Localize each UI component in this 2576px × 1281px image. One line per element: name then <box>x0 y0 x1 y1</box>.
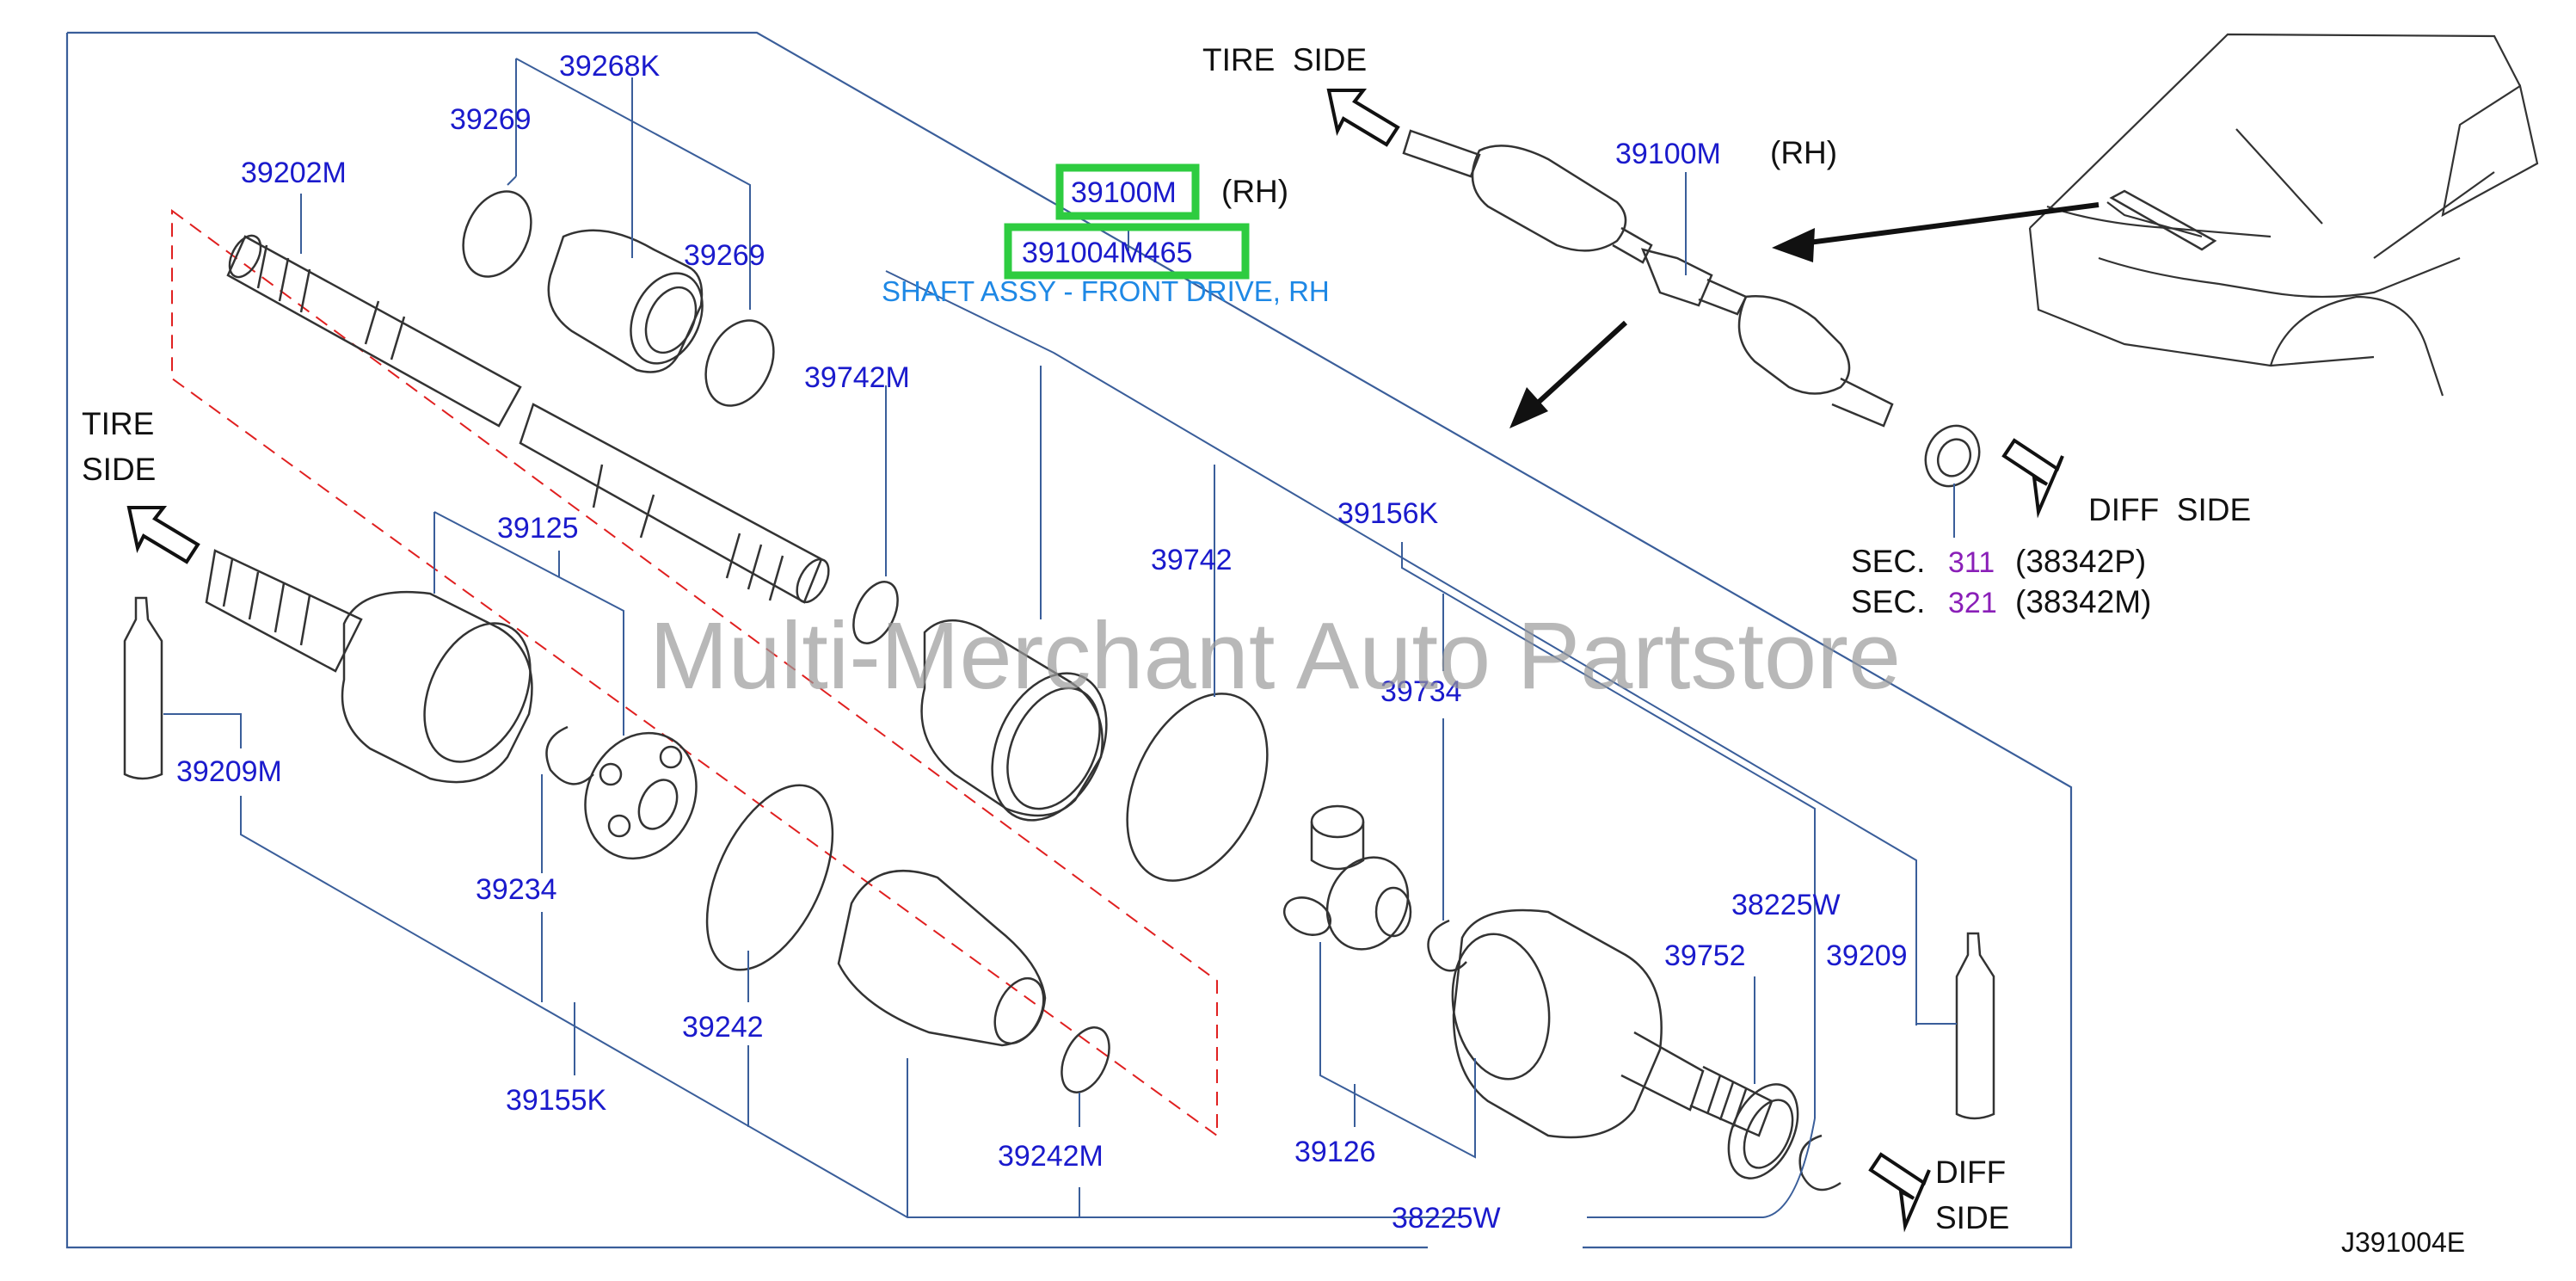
highlighted-side: (RH) <box>1221 174 1288 209</box>
grease-tube-part <box>123 596 163 780</box>
svg-text:SEC.: SEC. <box>1851 544 1925 579</box>
shaft-assembly-outline <box>171 209 1218 1137</box>
callout-39734: 39734 <box>1380 675 1462 708</box>
oem-part-number: 391004M465 <box>1022 237 1193 269</box>
callout-38225W: 38225W <box>1392 1202 1501 1235</box>
overview-diff-side-label: DIFF SIDE <box>2088 492 2251 527</box>
grease-tube-part <box>1955 932 1995 1120</box>
svg-text:(38342M): (38342M) <box>2015 584 2151 619</box>
svg-text:SEC.: SEC. <box>1851 584 1925 619</box>
overview-tire-side-label: TIRE SIDE <box>1202 42 1367 77</box>
callout-39242: 39242 <box>682 1011 764 1044</box>
callout-38225W: 38225W <box>1731 889 1841 921</box>
callout-39234: 39234 <box>476 873 557 906</box>
overview-side: (RH) <box>1770 135 1837 170</box>
boot-clamp-part <box>704 319 775 407</box>
svg-text:321: 321 <box>1948 587 1997 619</box>
snap-ring-part <box>545 725 594 785</box>
left-side-label: SIDE <box>82 452 156 487</box>
highlight-boxes <box>1004 163 1250 280</box>
small-clamp-part <box>1061 1026 1110 1093</box>
diagram-reference-code: J391004E <box>2341 1227 2465 1258</box>
callout-39209: 39209 <box>1826 939 1908 972</box>
pointer-arrows <box>1509 202 2100 428</box>
right-diff-label: DIFF <box>1935 1155 2006 1190</box>
callout-39125: 39125 <box>497 512 579 545</box>
callout-39242M: 39242M <box>998 1140 1104 1173</box>
vehicle-outline <box>2028 33 2539 397</box>
part-description: SHAFT ASSY - FRONT DRIVE, RH <box>882 275 1330 307</box>
watermark-text: Multi-Merchant Auto Partstore <box>649 603 1901 709</box>
section-reference-2: SEC. 321 (38342M) <box>1851 584 2151 619</box>
outboard-boot-part <box>837 869 1047 1047</box>
boot-clamp-part <box>462 190 532 278</box>
leader-lines <box>163 58 1957 1218</box>
callout-39209M: 39209M <box>176 755 282 788</box>
callout-39269: 39269 <box>684 239 765 272</box>
small-clamp-part <box>852 581 899 644</box>
large-clamp-part <box>705 784 834 971</box>
callout-39742: 39742 <box>1151 544 1233 576</box>
snap-ring-part <box>1798 1134 1841 1192</box>
callout-39269: 39269 <box>450 103 532 136</box>
spider-assembly-part <box>1283 804 1412 951</box>
callout-39156K: 39156K <box>1337 497 1439 530</box>
callout-39155K: 39155K <box>506 1084 607 1117</box>
overview-part-number: 39100M <box>1615 138 1721 170</box>
callout-39752: 39752 <box>1664 939 1746 972</box>
callout-39126: 39126 <box>1294 1136 1376 1168</box>
callout-39742M: 39742M <box>804 361 910 394</box>
inboard-boot-part <box>920 619 1108 822</box>
oil-seal-part <box>1727 1083 1799 1179</box>
large-clamp-part <box>1126 693 1269 882</box>
shaft-part <box>226 234 830 604</box>
highlighted-part-number: 39100M <box>1071 176 1177 209</box>
overview-shaft-part <box>1402 129 1981 488</box>
direction-arrow-icon <box>126 89 2064 1233</box>
ball-cage-part <box>584 731 698 860</box>
dust-boot-part <box>547 229 704 373</box>
outer-joint-part <box>205 549 533 784</box>
svg-text:311: 311 <box>1948 546 1995 579</box>
svg-text:(38342P): (38342P) <box>2015 544 2146 579</box>
section-reference-1: SEC. 311 (38342P) <box>1851 544 2146 579</box>
left-tire-label: TIRE <box>82 406 154 441</box>
callout-39202M: 39202M <box>241 157 347 189</box>
exploded-view-frame <box>65 31 2073 1249</box>
inner-joint-housing-part <box>1451 908 1774 1139</box>
right-side-label: SIDE <box>1935 1200 2009 1235</box>
callout-39268K: 39268K <box>559 50 661 83</box>
